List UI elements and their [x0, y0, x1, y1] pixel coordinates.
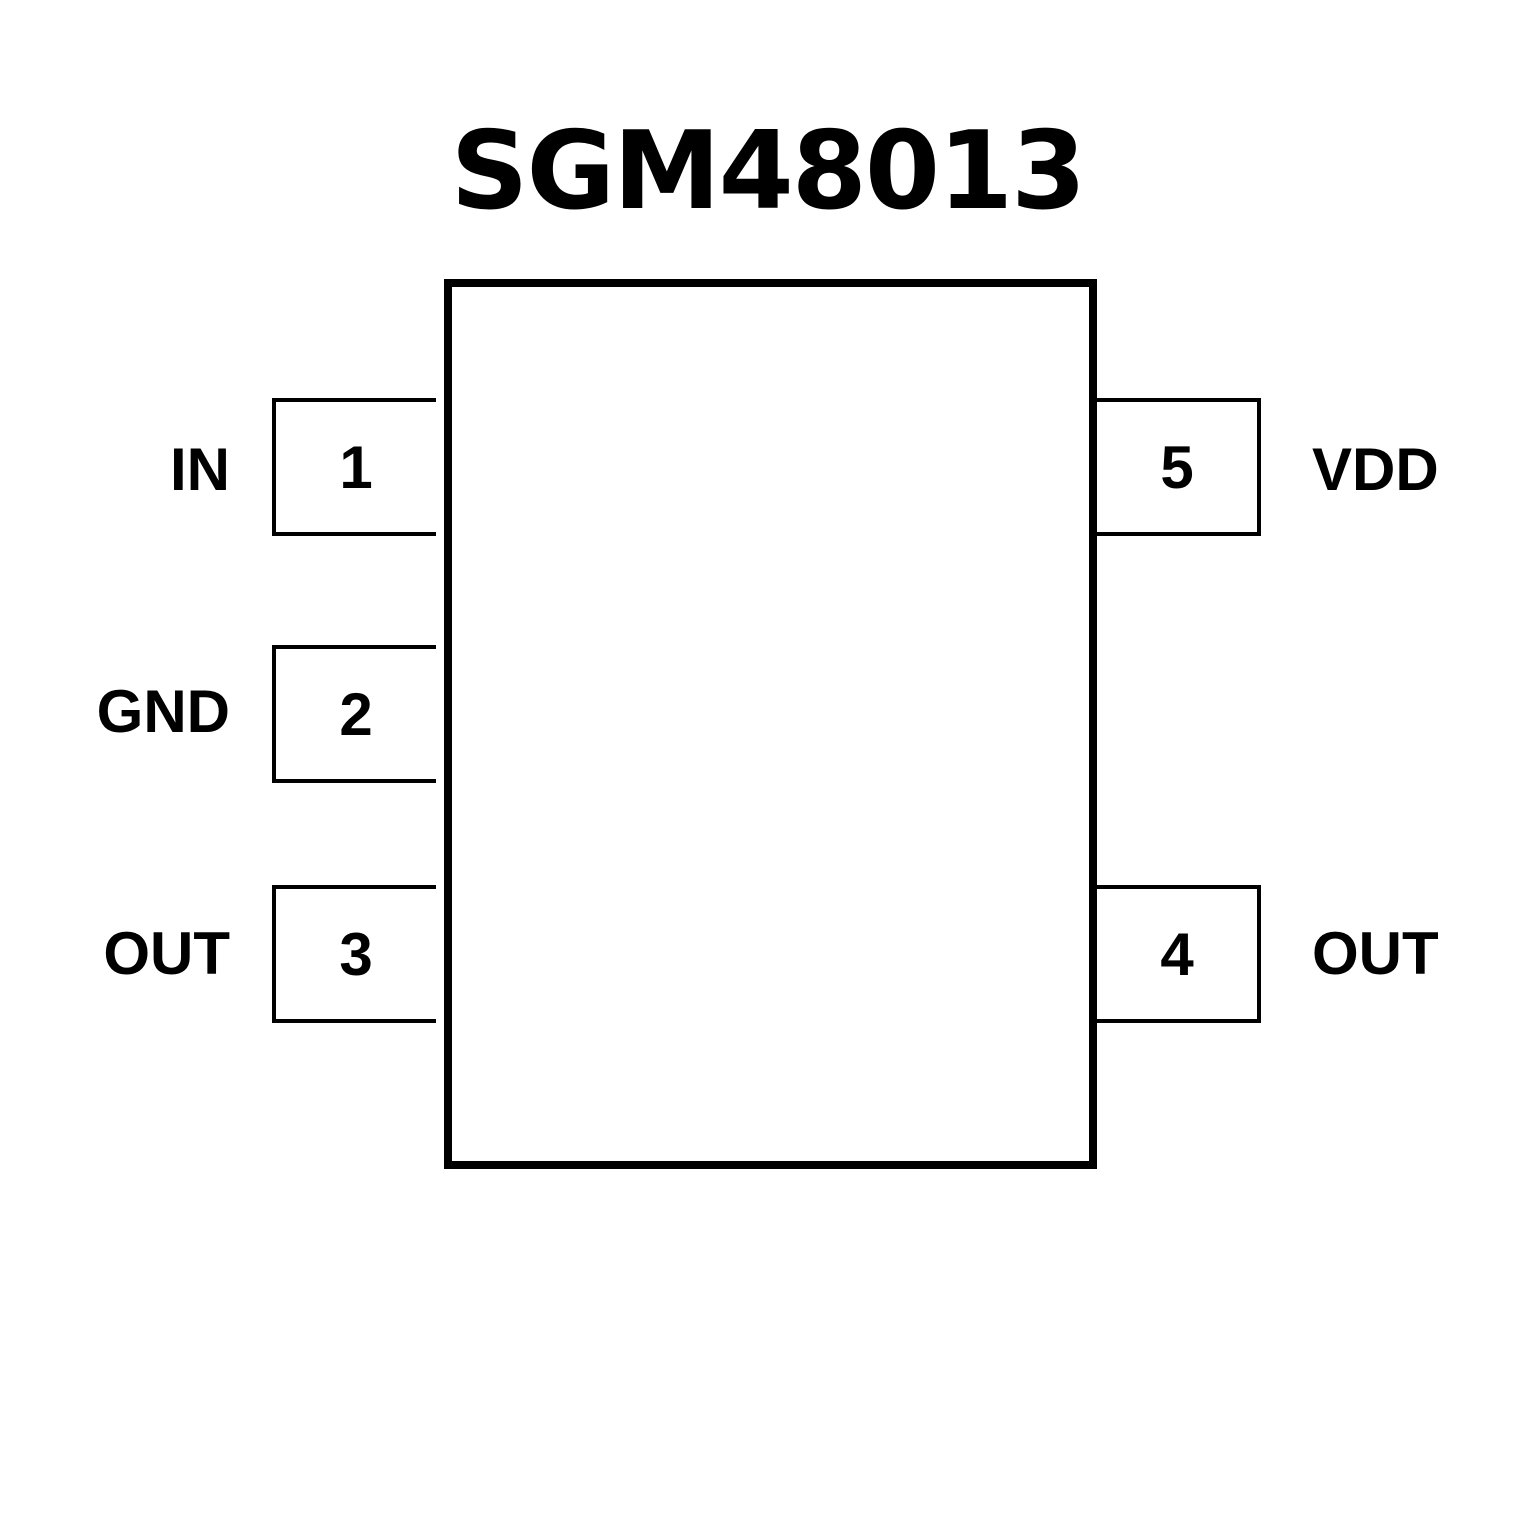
pin-4-label: OUT [1312, 920, 1439, 987]
pin-2-label: GND [96, 678, 230, 745]
pin-3-label: OUT [103, 920, 230, 987]
pin-1-number: 1 [339, 433, 373, 501]
pin-5: 5 [1097, 398, 1261, 536]
pin-3: 3 [272, 885, 436, 1023]
chip-title: SGM48013 [450, 109, 1087, 234]
pin-1: 1 [272, 398, 436, 536]
pin-5-number: 5 [1160, 433, 1194, 501]
pin-2-number: 2 [339, 680, 373, 748]
pin-4-number: 4 [1160, 920, 1194, 988]
ic-package-body [444, 279, 1097, 1169]
pin-4: 4 [1097, 885, 1261, 1023]
pin-3-number: 3 [339, 920, 373, 988]
pin-2: 2 [272, 645, 436, 783]
pin-5-label: VDD [1312, 436, 1439, 503]
pin-1-label: IN [170, 436, 230, 503]
